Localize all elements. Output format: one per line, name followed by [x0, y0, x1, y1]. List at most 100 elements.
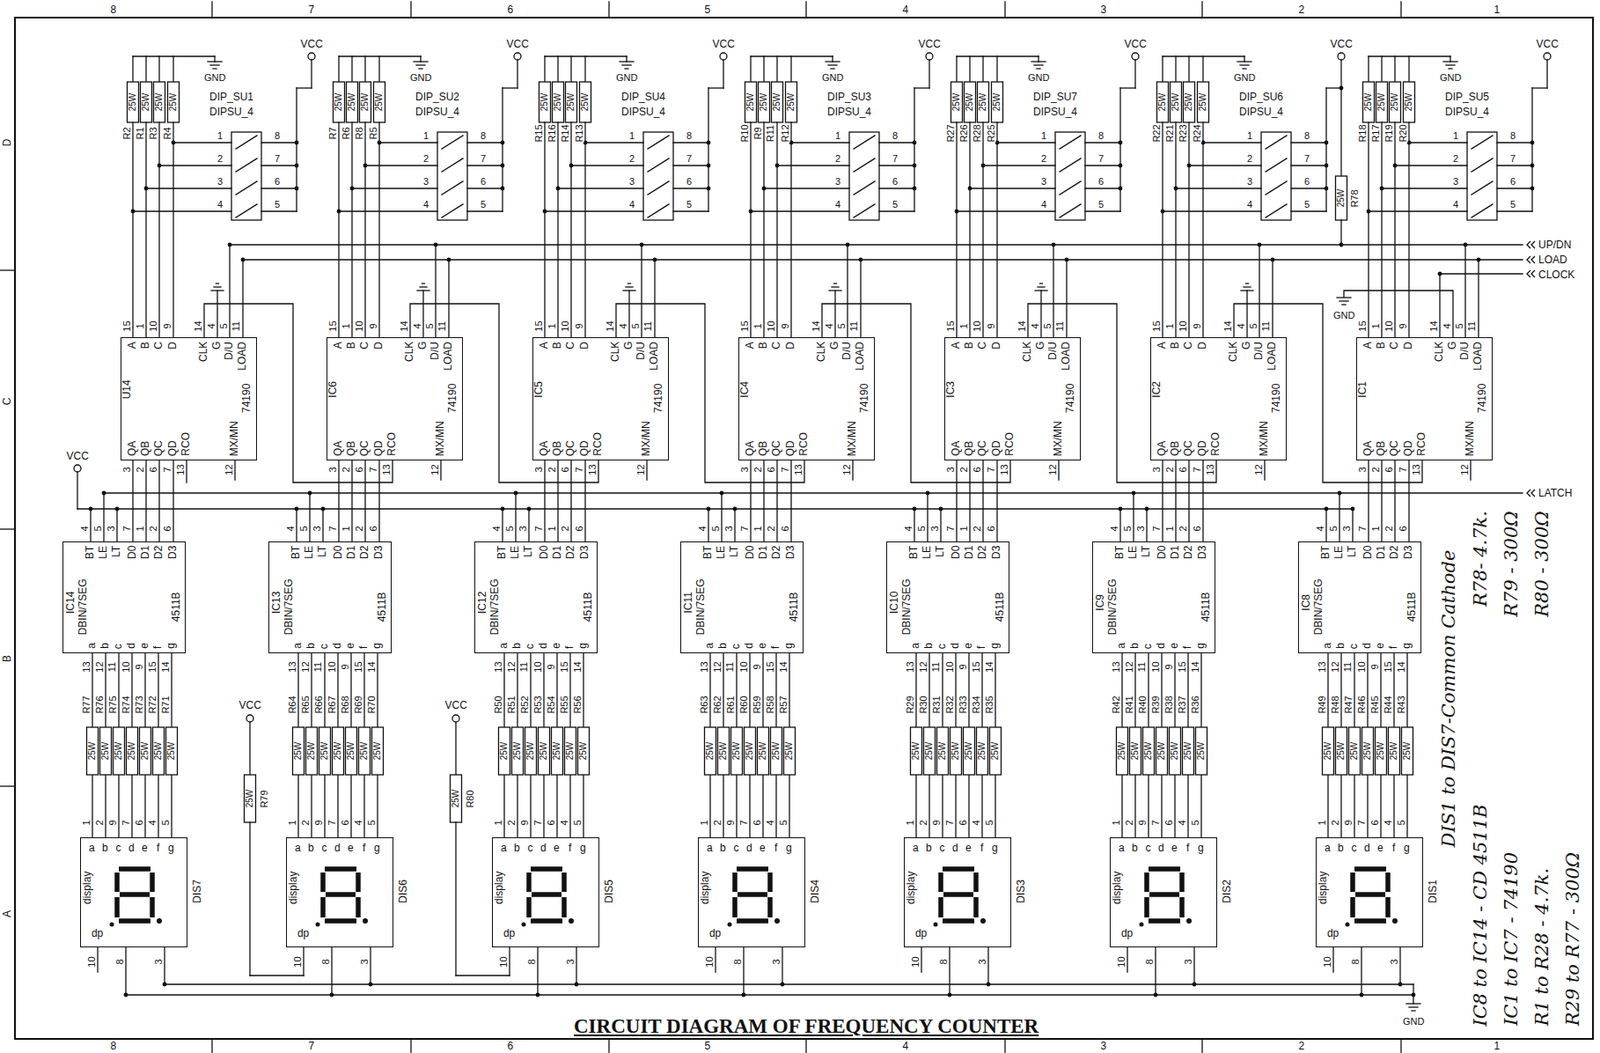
switch-contact — [1471, 135, 1493, 149]
wire — [103, 491, 1523, 493]
ground-symbol — [1034, 289, 1048, 291]
resistor-symbol — [372, 726, 384, 775]
pin-number: 7 — [1356, 819, 1366, 825]
pin-number: 7 — [1397, 466, 1408, 472]
pin-number: 1 — [698, 819, 709, 825]
connector — [132, 460, 133, 542]
pin-number: 14 — [983, 660, 994, 672]
ground-symbol — [1336, 296, 1351, 298]
pin-name: g — [1195, 642, 1207, 649]
wire — [1119, 88, 1121, 212]
resistor-name: R42 — [1110, 695, 1121, 713]
vcc-terminal — [452, 714, 460, 722]
ground-symbol — [417, 289, 430, 291]
pin-number: 2 — [1329, 819, 1340, 825]
wire — [158, 460, 160, 542]
pin-number: 2 — [546, 466, 557, 472]
display-segment — [942, 917, 975, 924]
wire — [968, 122, 970, 338]
ground-symbol — [1034, 64, 1043, 66]
ground-symbol — [1409, 1005, 1418, 1007]
pin-name: g — [1401, 642, 1413, 649]
power-label: VCC — [1124, 38, 1147, 50]
switch-name: DIP_SU1 — [209, 91, 254, 103]
chip-function: DBIN/7SEG — [1313, 578, 1325, 635]
pin-number: 5 — [630, 322, 640, 329]
pin-name: d — [1158, 842, 1165, 854]
part-number: 4511B — [1406, 591, 1418, 622]
dip-switch-symbol — [231, 132, 262, 221]
wire — [516, 653, 518, 727]
pin-number: 4 — [491, 525, 501, 531]
pin-number: 7 — [532, 819, 543, 825]
pin-number: 6 — [1510, 176, 1516, 187]
pin-name: g — [989, 642, 1001, 649]
switch-contact — [647, 204, 669, 218]
wire — [536, 946, 538, 995]
pin-name: LT — [522, 545, 535, 558]
wire — [1408, 56, 1410, 82]
junction-dot — [350, 186, 355, 191]
pin-name: g — [785, 842, 793, 854]
pin-number: 15 — [352, 660, 363, 672]
chip-function: DBIN/7SEG — [489, 578, 501, 635]
wire — [1340, 653, 1342, 727]
pin-name: LE — [921, 545, 933, 559]
wire — [585, 141, 644, 143]
pin-number: 14 — [160, 660, 170, 672]
junction-dot — [706, 186, 712, 191]
pin-number: 4 — [1176, 819, 1187, 825]
switch-type: DIPSU_4 — [209, 106, 254, 118]
resistor-name: R17 — [1370, 124, 1380, 142]
pin-number: 13 — [1110, 660, 1121, 672]
resistor-symbol — [244, 774, 257, 823]
pin-number: 5 — [892, 199, 898, 210]
wire — [157, 774, 159, 837]
wire — [1154, 946, 1156, 995]
vcc-terminal — [1131, 52, 1139, 60]
ground-label: GND — [204, 73, 226, 83]
vcc-terminal — [246, 714, 254, 722]
wire — [543, 653, 544, 727]
wire — [1085, 210, 1121, 212]
pin-number: 1 — [134, 322, 145, 329]
resistor-name: R67 — [326, 695, 337, 713]
pin-name: a — [498, 642, 510, 649]
pin-name: LT — [1346, 545, 1358, 558]
resistor-symbol — [552, 81, 565, 123]
pin-name: G — [417, 341, 429, 350]
pin-number: 13 — [492, 660, 503, 672]
decimal-point — [727, 922, 733, 927]
resistor-value: 25W — [1364, 93, 1373, 112]
wire — [172, 56, 174, 82]
wire — [158, 122, 160, 338]
pin-name: b — [511, 642, 523, 649]
resistor-symbol — [374, 81, 386, 123]
pin-name: C — [153, 341, 165, 350]
pin-name: b — [1131, 842, 1138, 854]
wire — [365, 164, 438, 166]
pin-number: 14 — [366, 660, 376, 672]
grid-reference: B — [1, 654, 13, 662]
wire — [467, 141, 503, 143]
wire — [1353, 774, 1355, 837]
wire — [249, 974, 304, 976]
part-number: 74190 — [858, 383, 871, 413]
wire — [556, 774, 558, 837]
wire — [1174, 653, 1175, 727]
frame-tick — [1004, 1, 1006, 18]
pin-name: f — [770, 645, 782, 649]
pin-name: b — [513, 842, 521, 854]
junction-dot — [1339, 242, 1344, 248]
resistor-value: 25W — [154, 93, 164, 112]
resistor-name: R36 — [1189, 695, 1200, 713]
wire — [434, 244, 436, 338]
ic-chip: IC10DBIN/7SEG4511BBTLELTD0D1D2D3abcdefg — [886, 541, 1010, 654]
decimal-point — [1139, 922, 1145, 927]
pin-number: 2 — [134, 466, 145, 472]
pin-name: D — [990, 341, 1003, 350]
switch-contact — [1265, 181, 1287, 195]
pin-name: D — [579, 341, 591, 350]
pin-name: QC — [565, 440, 577, 456]
pin-name: b — [717, 642, 729, 649]
